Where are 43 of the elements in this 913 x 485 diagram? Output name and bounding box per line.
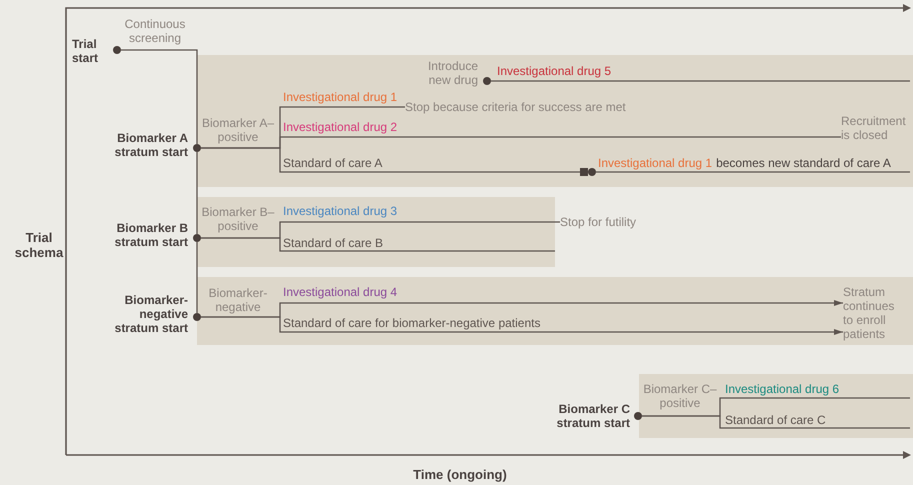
connector-line: [596, 171, 910, 173]
edge-label: Standard of care A: [283, 156, 382, 170]
milestone-label: becomes new standard of care A: [716, 156, 891, 170]
connector-line: [196, 152, 198, 234]
edge-label: Standard of care for biomarker-negative patients: [283, 316, 540, 330]
section-title: Trial schema: [14, 230, 64, 260]
milestone-label: Introduce new drug: [426, 59, 478, 87]
connector-line: [642, 415, 910, 429]
stratum-label: Biomarker C– positive: [642, 382, 718, 410]
outcome-note: Stratum continues to enroll patients: [843, 282, 905, 344]
start-dot: [193, 234, 201, 242]
connector-line: [201, 237, 555, 252]
edge-label: Investigational drug 6: [725, 382, 840, 396]
edge-label: Continuous screening: [124, 17, 186, 45]
stratum-label: Biomarker B– positive: [200, 205, 276, 233]
stratum-label: Biomarker- negative: [208, 286, 268, 314]
start-dot: [634, 412, 642, 420]
stratum-start-label: Trial start: [72, 37, 100, 65]
stratum-start-label: Biomarker-negative stratum start: [114, 293, 188, 335]
outcome-note: Stop for futility: [560, 214, 680, 230]
connector-line: [121, 49, 198, 144]
edge-label: Investigational drug 3: [283, 204, 398, 218]
edge-label: Standard of care C: [725, 413, 826, 427]
edge-label: Investigational drug 2: [283, 120, 398, 134]
connector-line: [201, 147, 588, 176]
stratum-start-label: Biomarker C stratum start: [556, 402, 630, 430]
edge-label: Investigational drug 4: [283, 285, 398, 299]
connector-line: [196, 242, 198, 313]
stratum-start-label: Biomarker B stratum start: [114, 221, 188, 249]
start-dot: [193, 313, 201, 321]
connector-line: [201, 316, 843, 335]
axis-title: Time (ongoing): [412, 467, 508, 482]
milestone-label: Investigational drug 1: [598, 156, 712, 170]
edge-label: Standard of care B: [283, 236, 384, 250]
stratum-start-label: Biomarker A stratum start: [114, 131, 188, 159]
edge-label: Investigational drug 5: [497, 64, 612, 78]
stratum-label: Biomarker A– positive: [200, 116, 276, 144]
start-dot: [113, 46, 121, 54]
outcome-note: Stop because criteria for success are met: [405, 99, 655, 115]
connector-line: [491, 80, 910, 82]
edge-label: Investigational drug 1: [283, 90, 398, 104]
outcome-note: Recruitment is closed: [841, 112, 913, 144]
start-dot: [193, 144, 201, 152]
